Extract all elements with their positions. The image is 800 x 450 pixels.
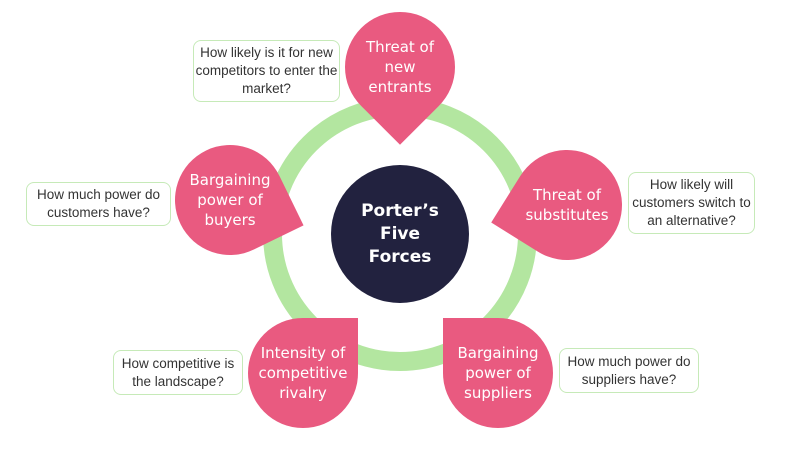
petal-label: Threat of new entrants bbox=[365, 38, 435, 96]
petal-buyers: Bargaining power of buyers bbox=[156, 126, 304, 274]
question-box-suppliers: How much power do suppliers have? bbox=[559, 348, 699, 393]
petal-label: Bargaining power of suppliers bbox=[457, 344, 539, 402]
question-box-new-entrants: How likely is it for new competitors to … bbox=[193, 40, 340, 102]
petal-new-entrants: Threat of new entrants bbox=[322, 0, 478, 145]
question-box-buyers: How much power do customers have? bbox=[26, 182, 171, 226]
petal-suppliers: Bargaining power of suppliers bbox=[443, 318, 553, 428]
center-title: Porter’s Five Forces bbox=[361, 200, 439, 267]
petal-label: Bargaining power of buyers bbox=[189, 171, 271, 229]
question-box-rivalry: How competitive is the landscape? bbox=[113, 350, 243, 395]
question-text: How much power do customers have? bbox=[36, 187, 161, 220]
center-circle: Porter’s Five Forces bbox=[331, 165, 469, 303]
petal-label: Threat of substitutes bbox=[525, 186, 609, 224]
question-text: How likely will customers switch to an a… bbox=[632, 177, 751, 228]
petal-label: Intensity of competitive rivalry bbox=[258, 344, 348, 402]
question-text: How likely is it for new competitors to … bbox=[195, 45, 338, 96]
question-box-substitutes: How likely will customers switch to an a… bbox=[628, 172, 755, 234]
question-text: How much power do suppliers have? bbox=[567, 353, 691, 387]
question-text: How competitive is the landscape? bbox=[121, 355, 235, 389]
petal-rivalry: Intensity of competitive rivalry bbox=[248, 318, 358, 428]
petal-substitutes: Threat of substitutes bbox=[491, 129, 643, 281]
